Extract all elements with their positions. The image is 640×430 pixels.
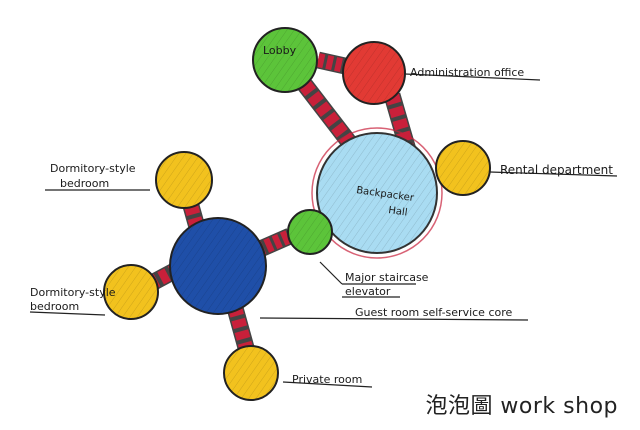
label-major-staircase-2: elevator [345,285,391,298]
bubble-dormitory-top [155,151,213,209]
connector-lobby-hall [298,79,359,152]
footer-caption: 泡泡圖 work shop [425,394,618,419]
label-dormitory-top-2: bedroom [60,177,109,190]
leader-lines [29,73,618,388]
label-rental-department: Rental department [500,163,613,177]
bubble-backpacker-hall [311,127,443,259]
label-backpacker-hall-2: Hall [388,205,409,219]
label-dormitory-top-1: Dormitory-style [50,162,136,175]
label-private-room: Private room [292,373,362,386]
label-lobby: Lobby [263,44,297,57]
bubble-major-staircase [287,209,333,255]
connectors [146,51,417,358]
connector-lobby-admin [316,51,347,75]
label-dormitory-left-1: Dormitory-style [30,286,116,299]
bubble-dormitory-left [103,264,159,320]
bubble-administration-office [342,41,406,105]
bubble-private-room [223,345,279,401]
label-guest-room-core: Guest room self-service core [355,306,513,319]
bubble-rental-department [435,140,491,196]
label-dormitory-left-2: bedroom [30,300,79,313]
bubble-lobby [252,27,318,93]
bubble-guest-room-core [169,217,267,315]
label-major-staircase-1: Major staircase [345,271,429,284]
label-administration-office: Administration office [410,66,524,79]
